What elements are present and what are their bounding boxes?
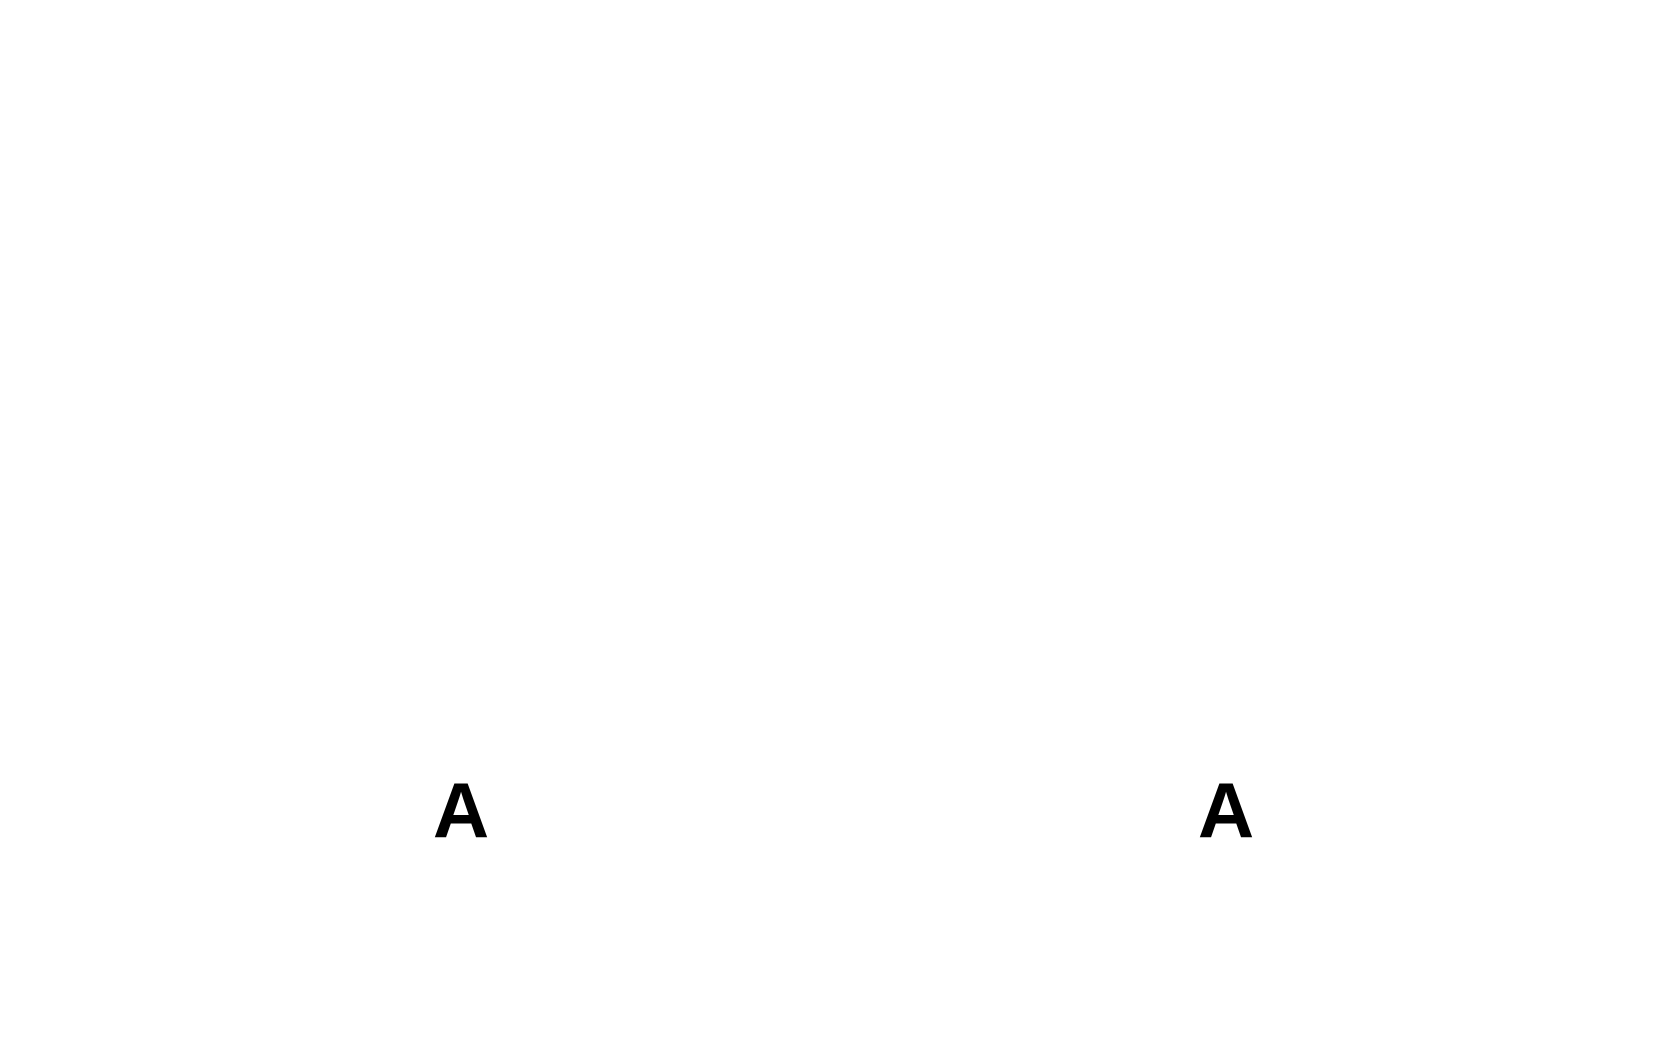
right-letter-label: A [1197,766,1255,854]
left-letter-label: A [432,766,490,854]
